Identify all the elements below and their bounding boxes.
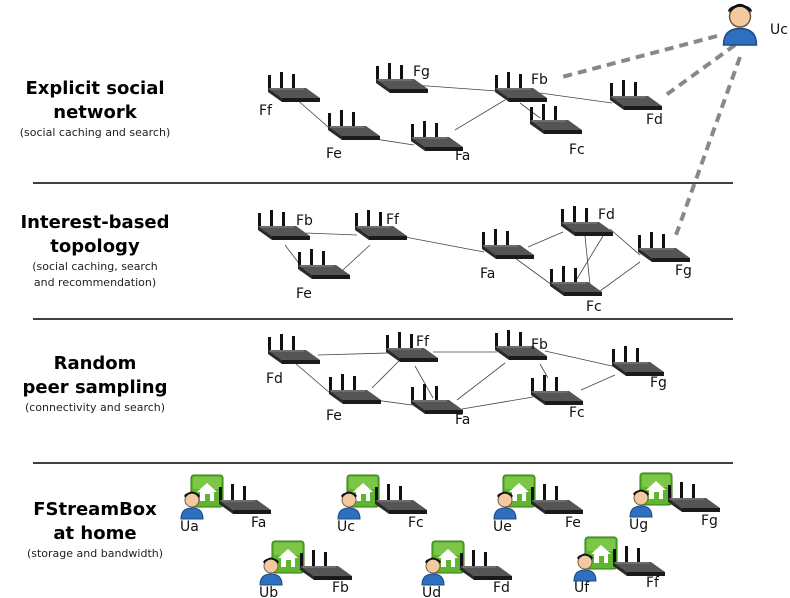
node-label: Fd <box>266 371 283 387</box>
box-label: Fg <box>701 513 718 529</box>
node-label: Fb <box>296 213 313 229</box>
social-labels: Ff Fg Fb Fd Fe Fa Fc <box>259 64 663 164</box>
interest-routers <box>257 205 691 297</box>
title-line: FStreamBox <box>33 499 157 520</box>
user-label: Ud <box>422 585 441 598</box>
box-label: Ff <box>646 575 660 591</box>
user-label: Ua <box>180 519 199 535</box>
user-label: Uf <box>574 580 590 596</box>
subtitle-line: (connectivity and search) <box>24 401 166 414</box>
node-label: Fe <box>326 408 342 424</box>
node-label: Fc <box>569 405 585 421</box>
node-label: Fg <box>675 263 692 279</box>
layer-title-home: FStreamBox at home (storage and bandwidt… <box>0 498 190 562</box>
home-unit: Ua Fa <box>180 474 272 535</box>
user-label: Ue <box>493 519 512 535</box>
node-label: Fa <box>455 148 470 164</box>
home-unit: Ue Fe <box>493 474 584 535</box>
node-label: Ff <box>416 334 430 350</box>
node-label: Fb <box>531 337 548 353</box>
user-uc: Uc <box>722 3 788 46</box>
random-labels: Fd Ff Fb Fg Fe Fa Fc <box>266 334 667 428</box>
home-units: Ua Fa Uc Fc Ue Fe Ug Fg <box>180 472 721 598</box>
title-line: at home <box>53 523 137 544</box>
user-label: Uc <box>770 22 788 38</box>
interest-edges <box>284 228 641 292</box>
node-label: Fc <box>569 142 585 158</box>
box-label: Fe <box>565 515 581 531</box>
user-links <box>561 34 742 236</box>
node-label: Fc <box>586 299 602 315</box>
box-label: Fb <box>332 580 349 596</box>
random-edges <box>294 350 616 410</box>
layer-title-social: Explicit social network (social caching … <box>0 77 190 141</box>
node-label: Fe <box>326 146 342 162</box>
user-label: Uc <box>337 519 355 535</box>
node-label: Fd <box>646 112 663 128</box>
user-label: Ub <box>259 585 278 598</box>
interest-labels: Fb Ff Fe Fa Fd Fc Fg <box>296 207 692 315</box>
title-line: peer sampling <box>22 377 168 398</box>
layer-separators <box>33 182 733 464</box>
home-unit: Ub Fb <box>259 540 353 598</box>
user-label: Ug <box>629 517 648 533</box>
subtitle-line: (storage and bandwidth) <box>26 547 164 560</box>
layer-title-interest: Interest-based topology (social caching,… <box>0 211 190 291</box>
node-label: Fg <box>650 375 667 391</box>
home-unit: Ug Fg <box>629 472 721 533</box>
title-line: Interest-based <box>20 212 170 233</box>
home-unit: Uf Ff <box>573 536 666 596</box>
title-line: network <box>53 102 137 123</box>
node-label: Fb <box>531 72 548 88</box>
title-line: Random <box>53 353 137 374</box>
box-label: Fc <box>408 515 424 531</box>
box-label: Fd <box>493 580 510 596</box>
node-label: Fd <box>598 207 615 223</box>
title-line: topology <box>50 236 140 257</box>
node-label: Fa <box>455 412 470 428</box>
box-label: Fa <box>251 515 266 531</box>
node-label: Fe <box>296 286 312 302</box>
home-unit: Uc Fc <box>337 474 428 535</box>
subtitle-line: and recommendation) <box>33 276 157 289</box>
node-label: Fa <box>480 266 495 282</box>
home-unit: Ud Fd <box>421 540 513 598</box>
subtitle-line: (social caching, search <box>32 260 158 273</box>
subtitle-line: (social caching and search) <box>19 126 171 139</box>
social-routers <box>267 62 663 152</box>
node-label: Ff <box>259 103 273 119</box>
random-routers <box>267 329 665 415</box>
layer-title-random: Random peer sampling (connectivity and s… <box>0 352 190 416</box>
node-label: Ff <box>386 212 400 228</box>
title-line: Explicit social <box>25 78 165 99</box>
node-label: Fg <box>413 64 430 80</box>
